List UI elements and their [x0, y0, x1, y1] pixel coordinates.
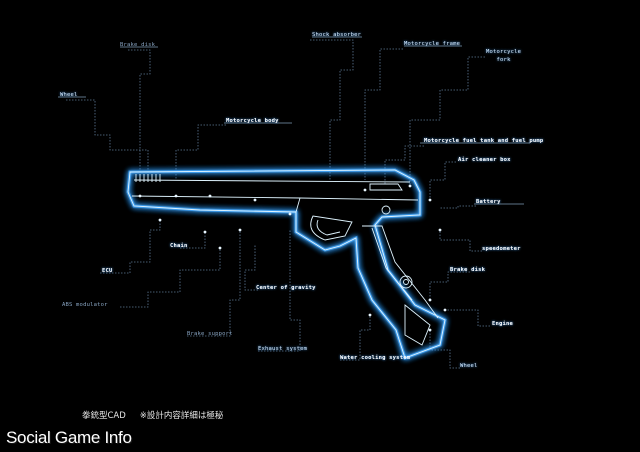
label-wheel-left: Wheel	[60, 92, 78, 98]
label-brake-disk-top: Brake disk	[120, 42, 156, 48]
label-brake-support: Brake support	[187, 331, 233, 337]
label-wheel-bottom: Wheel	[460, 363, 478, 369]
label-abs-modulator: ABS modulator	[62, 302, 108, 308]
gun-lines	[127, 169, 446, 359]
caption: 拳銃型CAD ※設計内容詳細は極秘	[82, 409, 223, 421]
label-water-cooling: Water cooling system	[340, 355, 411, 361]
caption-title: 拳銃型CAD	[82, 411, 126, 421]
label-air-cleaner-box: Air cleaner box	[458, 157, 511, 163]
label-center-of-gravity: Center of gravity	[256, 285, 316, 291]
watermark: Social Game Info	[6, 428, 132, 447]
label-motorcycle-body: Motorcycle body	[226, 118, 279, 124]
node-dots	[138, 184, 447, 332]
label-chain: Chain	[170, 243, 188, 249]
label-ticks	[58, 36, 530, 205]
leader-lines	[66, 39, 490, 369]
label-speedometer: speedometer	[482, 246, 521, 252]
label-fuel-tank: Motorcycle fuel tank and fuel pump	[424, 138, 544, 144]
label-ecu: ECU	[102, 268, 113, 274]
label-battery: Battery	[476, 199, 501, 205]
label-shock-absorber: Shock absorber	[312, 32, 362, 38]
label-motorcycle-frame: Motorcycle frame	[404, 41, 461, 47]
label-engine: Engine	[492, 321, 514, 327]
label-exhaust-system: Exhaust system	[258, 346, 308, 352]
caption-note: ※設計内容詳細は極秘	[139, 411, 224, 421]
label-brake-disk-right: Brake disk	[450, 267, 486, 273]
label-motorcycle-fork: Motorcycle fork	[486, 49, 522, 63]
